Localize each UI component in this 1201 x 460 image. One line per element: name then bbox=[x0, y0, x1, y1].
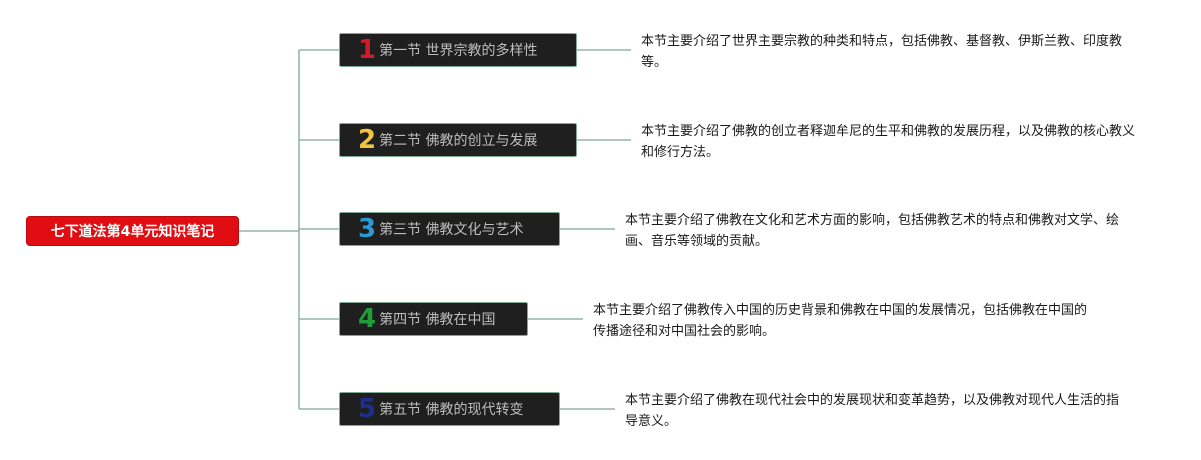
section-description-2: 本节主要介绍了佛教的创立者释迦牟尼的生平和佛教的发展历程，以及佛教的核心教义和修… bbox=[641, 124, 1136, 160]
root-topic-label: 七下道法第4单元知识笔记 bbox=[50, 224, 215, 240]
root-topic[interactable]: 七下道法第4单元知识笔记 bbox=[26, 216, 239, 246]
section-node-2[interactable]: 2 第二节 佛教的创立与发展 bbox=[339, 123, 577, 157]
section-description-1: 本节主要介绍了世界主要宗教的种类和特点，包括佛教、基督教、伊斯兰教、印度教等。 bbox=[641, 34, 1123, 70]
section-number-5: 5 bbox=[358, 394, 377, 424]
section-number-1: 1 bbox=[358, 35, 377, 65]
section-description-4: 本节主要介绍了佛教传入中国的历史背景和佛教在中国的发展情况，包括佛教在中国的传播… bbox=[593, 303, 1088, 339]
section-title-5: 第五节 佛教的现代转变 bbox=[379, 402, 524, 418]
section-title-3: 第三节 佛教文化与艺术 bbox=[379, 222, 524, 238]
section-node-1[interactable]: 1 第一节 世界宗教的多样性 bbox=[339, 33, 577, 67]
section-node-4[interactable]: 4 第四节 佛教在中国 bbox=[339, 302, 528, 336]
section-number-4: 4 bbox=[358, 304, 377, 334]
section-description-3: 本节主要介绍了佛教在文化和艺术方面的影响，包括佛教艺术的特点和佛教对文学、绘画、… bbox=[625, 213, 1120, 249]
section-number-2: 2 bbox=[358, 125, 377, 155]
section-title-1: 第一节 世界宗教的多样性 bbox=[379, 43, 538, 59]
section-number-3: 3 bbox=[358, 214, 377, 244]
section-node-3[interactable]: 3 第三节 佛教文化与艺术 bbox=[339, 212, 560, 246]
section-title-4: 第四节 佛教在中国 bbox=[379, 312, 496, 328]
section-description-5: 本节主要介绍了佛教在现代社会中的发展现状和变革趋势，以及佛教对现代人生活的指导意… bbox=[625, 393, 1120, 429]
section-node-5[interactable]: 5 第五节 佛教的现代转变 bbox=[339, 392, 560, 426]
section-title-2: 第二节 佛教的创立与发展 bbox=[379, 133, 538, 149]
